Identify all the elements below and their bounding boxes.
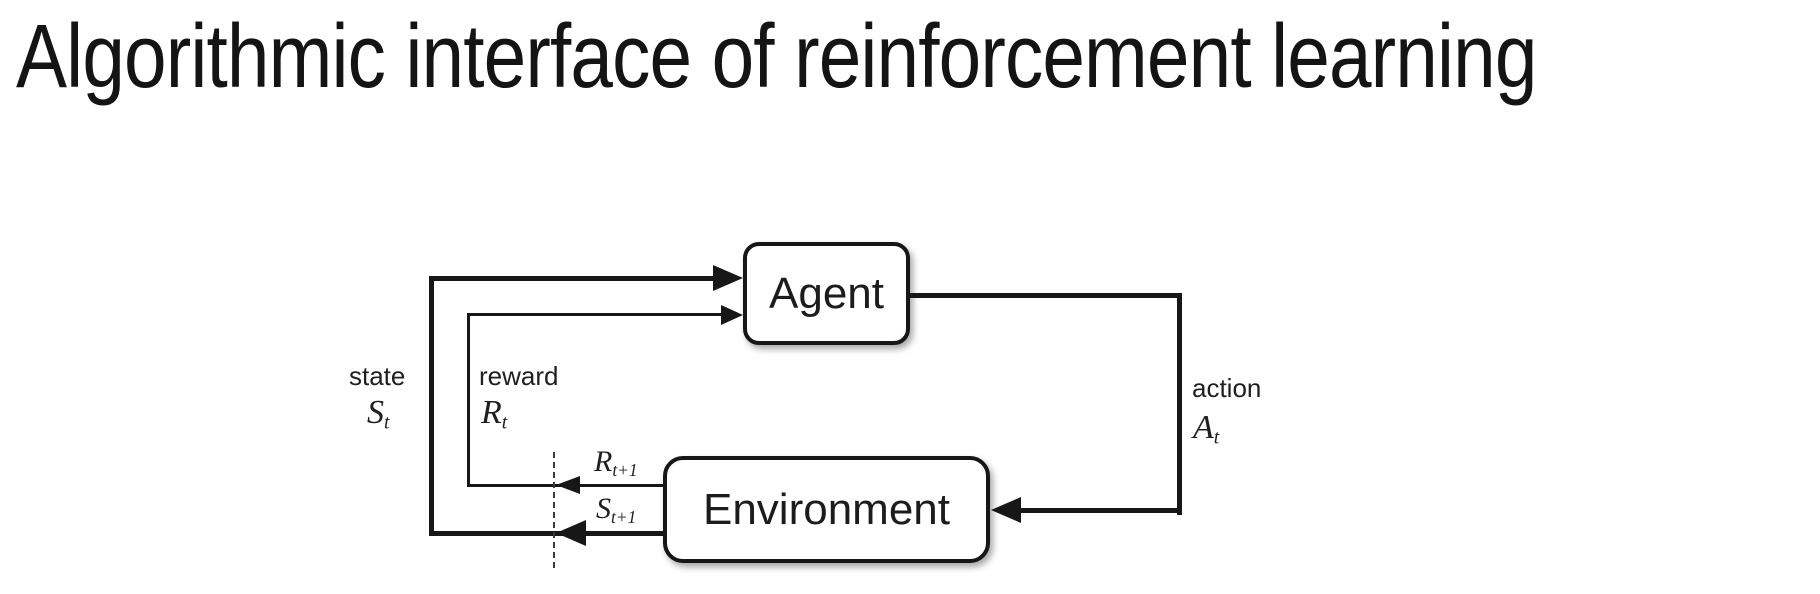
next-reward-symbol: Rt+1 xyxy=(594,445,638,480)
action-line-vertical xyxy=(1177,293,1182,515)
action-line-to-environment xyxy=(1020,508,1182,513)
action-line-from-agent xyxy=(908,293,1182,298)
environment-label: Environment xyxy=(702,484,950,534)
state-label: state xyxy=(349,361,406,391)
next-reward-arrowhead-icon xyxy=(556,476,580,494)
action-arrowhead-into-environment-icon xyxy=(991,497,1021,523)
reward-symbol: Rt xyxy=(481,394,508,434)
next-state-symbol: St+1 xyxy=(596,492,637,527)
page-title: Algorithmic interface of reinforcement l… xyxy=(16,7,1537,107)
state-symbol: St xyxy=(367,394,390,434)
state-arrowhead-into-agent-icon xyxy=(713,265,743,291)
reward-line-to-agent xyxy=(467,313,721,316)
next-state-arrowhead-icon xyxy=(556,520,586,546)
next-state-line-from-environment xyxy=(429,531,663,536)
environment-box: Environment xyxy=(663,456,990,563)
timestep-boundary-dashed-line xyxy=(553,452,555,568)
action-label: action xyxy=(1192,373,1262,403)
reward-label: reward xyxy=(479,361,559,391)
state-line-to-agent xyxy=(429,276,715,281)
state-line-vertical xyxy=(429,276,434,536)
agent-label: Agent xyxy=(769,268,884,318)
agent-box: Agent xyxy=(743,242,910,345)
action-symbol: At xyxy=(1193,409,1220,449)
reward-line-vertical xyxy=(467,313,470,487)
reward-arrowhead-into-agent-icon xyxy=(721,305,743,325)
